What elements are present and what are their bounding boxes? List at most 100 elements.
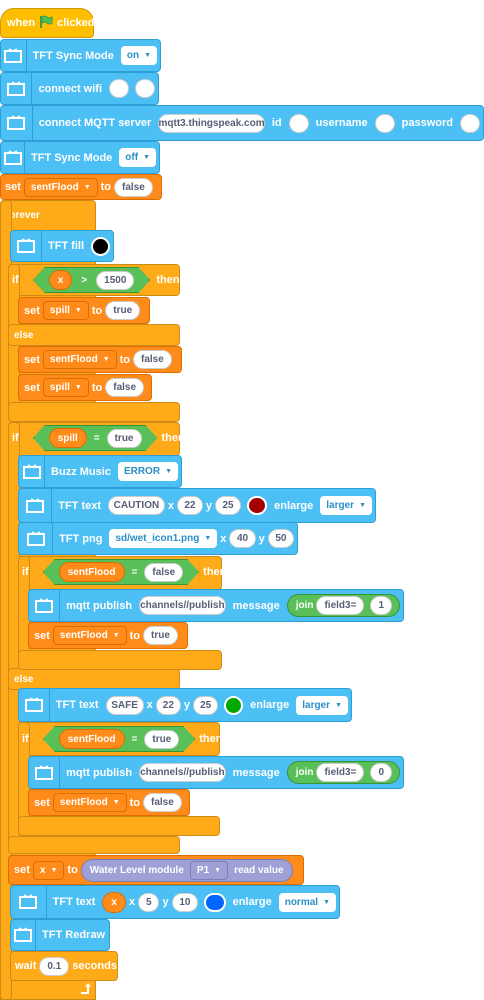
tft-redraw-block[interactable]: TFT Redraw xyxy=(10,919,110,951)
set-sentflood-false-block[interactable]: set sentFlood▼ to false xyxy=(0,174,162,200)
compare-value-input[interactable]: false xyxy=(144,563,183,582)
x-input[interactable]: 22 xyxy=(176,496,203,515)
sentflood-variable-reporter[interactable]: sentFlood xyxy=(59,562,125,582)
value-input[interactable]: true xyxy=(143,626,178,645)
set-sentflood-false-block[interactable]: set sentFlood▼ to false xyxy=(28,789,190,816)
text-color-swatch[interactable] xyxy=(247,496,268,515)
set-x-water-level-block[interactable]: set x▼ to Water Level module P1▼ read va… xyxy=(8,855,304,885)
mqtt-publish-block[interactable]: mqtt publish channels//publish message j… xyxy=(28,756,404,789)
else-label: else xyxy=(14,674,34,685)
wait-seconds-input[interactable]: 0.1 xyxy=(39,956,70,976)
mqtt-password-input[interactable] xyxy=(460,113,480,133)
message-label: message xyxy=(232,766,280,779)
tft-sync-mode-on-block[interactable]: TFT Sync Mode on▼ xyxy=(0,39,161,72)
mqtt-publish-block[interactable]: mqtt publish channels//publish message j… xyxy=(28,589,404,622)
if-label: if xyxy=(12,432,19,444)
topic-input[interactable]: channels//publish xyxy=(139,763,226,782)
enlarge-dropdown[interactable]: larger▼ xyxy=(320,496,373,515)
join-first-input[interactable]: field3= xyxy=(316,596,365,615)
connect-mqtt-block[interactable]: connect MQTT server mqtt3.thingspeak.com… xyxy=(0,105,484,141)
if1-header: if x > 1500 then xyxy=(12,266,180,294)
set-sentflood-false-block[interactable]: set sentFlood▼ to false xyxy=(18,346,182,373)
variable-dropdown[interactable]: x▼ xyxy=(32,860,65,880)
x-variable-reporter[interactable]: x xyxy=(102,891,126,913)
tft-text-caution-block[interactable]: TFT text CAUTION x 22 y 25 enlarge large… xyxy=(18,488,376,523)
mqtt-id-input[interactable] xyxy=(288,113,309,133)
value-input[interactable]: false xyxy=(133,350,172,369)
join-second-input[interactable]: 0 xyxy=(370,763,392,782)
tft-text-safe-block[interactable]: TFT text SAFE x 22 y 25 enlarge larger▼ xyxy=(18,688,352,722)
png-file-dropdown[interactable]: sd/wet_icon1.png▼ xyxy=(109,529,218,548)
music-dropdown[interactable]: ERROR▼ xyxy=(117,462,178,481)
tft-screen-icon xyxy=(19,523,54,554)
variable-dropdown[interactable]: sentFlood▼ xyxy=(52,793,127,812)
tft-sync-mode-label: TFT Sync Mode xyxy=(32,49,114,62)
equals-operator[interactable]: sentFlood = true xyxy=(43,726,196,752)
wait-block[interactable]: wait 0.1 seconds xyxy=(10,951,118,981)
wifi-password-input[interactable] xyxy=(135,79,155,98)
variable-dropdown[interactable]: sentFlood▼ xyxy=(52,626,127,645)
variable-dropdown[interactable]: sentFlood▼ xyxy=(42,350,117,369)
to-label: to xyxy=(119,353,131,366)
variable-dropdown[interactable]: spill▼ xyxy=(42,301,89,320)
equals-operator[interactable]: spill = true xyxy=(33,425,158,451)
set-sentflood-true-block[interactable]: set sentFlood▼ to true xyxy=(28,622,188,649)
greater-than-operator[interactable]: x > 1500 xyxy=(33,267,151,293)
x-variable-reporter[interactable]: x xyxy=(49,270,73,290)
compare-value-input[interactable]: true xyxy=(107,429,142,448)
connect-wifi-block[interactable]: connect wifi xyxy=(0,72,159,105)
x-input[interactable]: 5 xyxy=(138,892,160,912)
text-input[interactable]: SAFE xyxy=(105,695,144,715)
join-second-input[interactable]: 1 xyxy=(370,596,392,615)
water-level-sensor-reporter[interactable]: Water Level module P1▼ read value xyxy=(80,858,293,882)
sync-mode-dropdown[interactable]: off▼ xyxy=(119,148,156,167)
when-flag-clicked-block[interactable]: when clicked xyxy=(0,8,94,38)
buzz-music-label: Buzz Music xyxy=(51,465,111,478)
tft-text-x-block[interactable]: TFT text x x 5 y 10 enlarge normal▼ xyxy=(10,885,340,919)
join-operator[interactable]: join field3= 0 xyxy=(286,761,400,784)
x-input[interactable]: 22 xyxy=(155,695,181,715)
value-input[interactable]: false xyxy=(143,793,182,812)
tft-sync-mode-off-block[interactable]: TFT Sync Mode off▼ xyxy=(0,141,160,174)
text-color-swatch[interactable] xyxy=(204,892,226,912)
value-input[interactable]: true xyxy=(105,301,141,320)
mqtt-server-input[interactable]: mqtt3.thingspeak.com xyxy=(158,113,265,133)
equals-operator[interactable]: sentFlood = false xyxy=(43,559,199,585)
y-label: y xyxy=(162,896,169,908)
variable-dropdown[interactable]: sentFlood▼ xyxy=(23,177,98,197)
fill-color-swatch[interactable] xyxy=(91,236,110,256)
tft-screen-icon xyxy=(29,590,61,621)
y-input[interactable]: 25 xyxy=(193,695,219,715)
sentflood-variable-reporter[interactable]: sentFlood xyxy=(59,729,125,749)
tft-fill-block[interactable]: TFT fill xyxy=(10,230,114,262)
tft-screen-icon xyxy=(1,73,33,104)
sync-mode-dropdown[interactable]: on▼ xyxy=(120,46,157,65)
y-input[interactable]: 50 xyxy=(267,529,294,548)
port-dropdown[interactable]: P1▼ xyxy=(189,860,229,880)
x-label: x xyxy=(146,699,153,711)
text-color-swatch[interactable] xyxy=(224,695,244,715)
set-spill-false-block[interactable]: set spill▼ to false xyxy=(18,374,152,401)
tft-png-block[interactable]: TFT png sd/wet_icon1.png▼ x 40 y 50 xyxy=(18,522,298,555)
mqtt-username-input[interactable] xyxy=(374,113,395,133)
enlarge-dropdown[interactable]: larger▼ xyxy=(296,695,348,715)
join-first-input[interactable]: field3= xyxy=(316,763,365,782)
message-label: message xyxy=(232,599,280,612)
set-spill-true-block[interactable]: set spill▼ to true xyxy=(18,297,150,324)
x-input[interactable]: 40 xyxy=(229,529,256,548)
wifi-ssid-input[interactable] xyxy=(109,79,129,98)
variable-dropdown[interactable]: spill▼ xyxy=(42,378,89,397)
spill-variable-reporter[interactable]: spill xyxy=(49,428,87,448)
text-input[interactable]: CAUTION xyxy=(108,496,165,515)
buzz-music-block[interactable]: Buzz Music ERROR▼ xyxy=(18,455,182,488)
topic-input[interactable]: channels//publish xyxy=(139,596,226,615)
tft-text-label: TFT text xyxy=(58,499,102,512)
value-input[interactable]: false xyxy=(105,378,145,397)
value-input[interactable]: false xyxy=(114,177,153,197)
compare-value-input[interactable]: true xyxy=(144,730,179,749)
threshold-input[interactable]: 1500 xyxy=(96,271,134,290)
y-input[interactable]: 25 xyxy=(215,496,242,515)
y-input[interactable]: 10 xyxy=(171,892,199,912)
join-operator[interactable]: join field3= 1 xyxy=(286,594,400,617)
enlarge-dropdown[interactable]: normal▼ xyxy=(278,892,336,912)
